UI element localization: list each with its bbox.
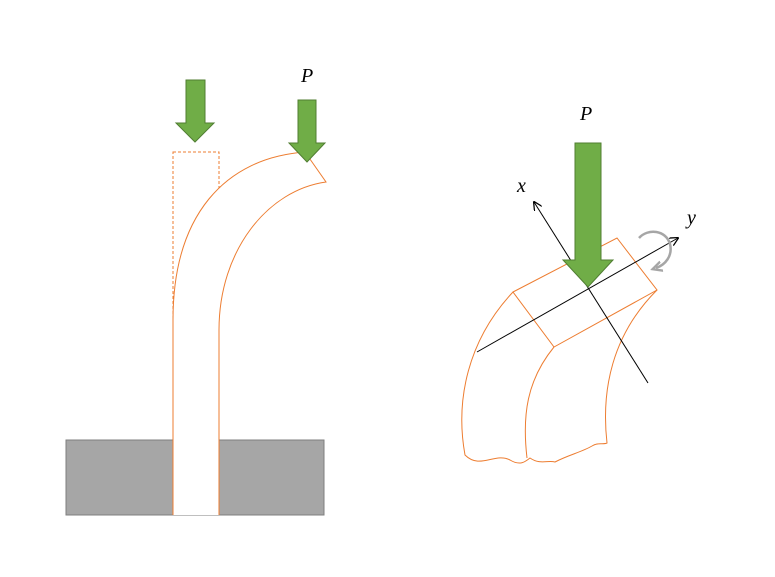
right-figure: P x y xyxy=(461,103,696,464)
force-label-left: P xyxy=(300,65,313,87)
x-axis xyxy=(534,202,649,384)
beam-inner-line xyxy=(524,346,555,459)
axis-label-x: x xyxy=(516,175,526,197)
down-arrow-icon xyxy=(287,99,327,163)
y-axis xyxy=(476,238,678,353)
force-label-right: P xyxy=(579,103,592,125)
down-arrow-icon xyxy=(561,142,615,288)
down-arrow-icon xyxy=(174,79,216,143)
axis-label-y: y xyxy=(685,207,696,229)
left-figure: P xyxy=(65,65,327,516)
curved-rotation-arrow-icon xyxy=(638,230,672,268)
